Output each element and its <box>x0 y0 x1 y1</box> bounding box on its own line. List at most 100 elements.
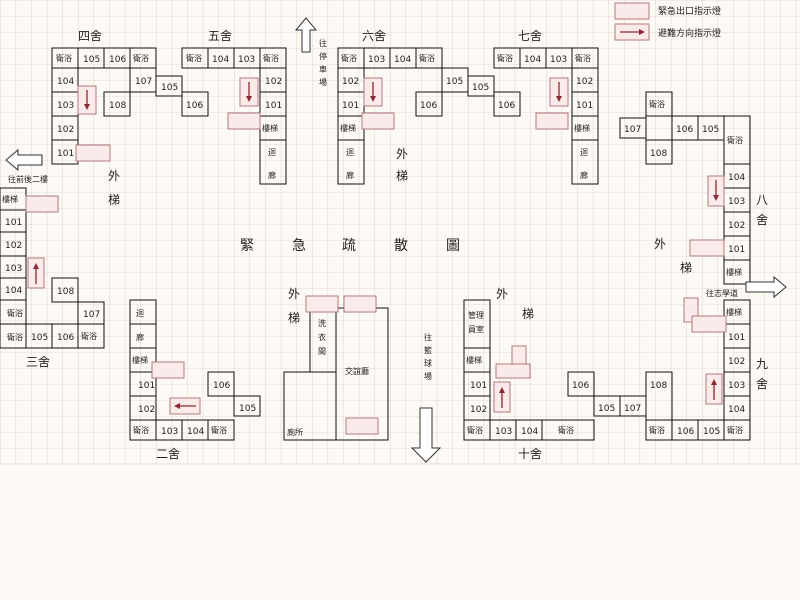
outer-stairs-4a: 外 <box>288 287 300 301</box>
b8-right-3: 101 <box>728 245 745 255</box>
building-2-name: 二舍 <box>156 446 180 461</box>
west-direction-label: 往前後二樓 <box>8 174 48 184</box>
north-label-char-0: 往 <box>319 38 327 48</box>
building-8-name-char-0: 八 <box>756 193 768 207</box>
south-label-char-0: 往 <box>424 332 432 342</box>
b4-left-0: 104 <box>57 77 74 87</box>
title-char-0: 緊 <box>240 238 254 254</box>
b5-top-1: 104 <box>212 55 229 65</box>
b6-left-4: 廊 <box>346 170 354 180</box>
building-2: 迴 廊 樓梯 101 102 106 105 衛浴 103 104 衛浴 二舍 <box>129 299 261 461</box>
title-char-3: 散 <box>394 238 408 254</box>
building-9-name: 九 舍 <box>756 357 772 391</box>
b9-exit-sign-b <box>691 315 727 333</box>
b2-bottom-2: 104 <box>187 427 204 437</box>
b3-108: 108 <box>57 287 74 297</box>
outer-stairs-2a: 外 <box>396 147 408 161</box>
b6-exit-sign <box>361 112 395 130</box>
b5-105: 105 <box>161 83 178 93</box>
laundry-char-2: 間 <box>318 347 326 356</box>
b5-exit-sign <box>227 112 261 130</box>
b9-bottom-1: 106 <box>677 427 694 437</box>
b6-106: 106 <box>420 101 437 111</box>
b7-right-2: 樓梯 <box>574 123 590 133</box>
b6-left-2: 樓梯 <box>340 123 356 133</box>
building-5-name: 五舍 <box>208 28 232 43</box>
building-4: 四舍 衛浴 105 106 衛浴 104 103 102 101 107 108 <box>51 28 157 165</box>
b9-right-0: 樓梯 <box>726 307 742 317</box>
laundry-label: 洗 衣 間 <box>318 318 329 356</box>
b10-106: 106 <box>572 381 589 391</box>
building-7: 七舍 衛浴 104 103 衛浴 105 106 102 101 樓梯 迴 廊 <box>467 28 599 185</box>
building-7-name: 七舍 <box>518 28 542 43</box>
outer-stairs-labels: 外 梯 外 梯 外 梯 外 梯 外 梯 <box>108 147 692 325</box>
b2-bottom-1: 103 <box>161 427 178 437</box>
b5-right-2: 樓梯 <box>262 123 278 133</box>
building-8: 107 衛浴 108 106 105 衛浴 104 103 102 101 樓梯… <box>619 91 768 285</box>
b7-exit-sign <box>535 112 569 130</box>
b9-right-4: 104 <box>728 405 745 415</box>
south-arrow-icon <box>410 407 442 463</box>
b8-108: 108 <box>650 149 667 159</box>
b5-right-4: 廊 <box>268 170 276 180</box>
b2-left-2: 樓梯 <box>132 355 148 365</box>
b3-exit-sign <box>25 195 59 213</box>
outer-stairs-3a: 外 <box>654 237 666 251</box>
b10-left-0: 樓梯 <box>466 355 482 365</box>
b7-right-3: 迴 <box>580 148 588 157</box>
b7-105: 105 <box>472 83 489 93</box>
b8-wc-right: 衛浴 <box>727 135 743 145</box>
b3-left-2: 102 <box>5 241 22 251</box>
legend-direction-label: 避難方向指示燈 <box>658 27 721 39</box>
b6-top-0: 衛浴 <box>341 53 357 63</box>
central-facilities: 洗 衣 間 交誼廳 廁所 <box>283 295 389 441</box>
b7-right-4: 廊 <box>580 170 588 180</box>
b7-right-1: 101 <box>576 101 593 111</box>
exit-sign-legend-icon <box>614 2 650 20</box>
grid-background <box>0 0 800 464</box>
b7-top-3: 衛浴 <box>575 53 591 63</box>
b10-105: 105 <box>598 404 615 414</box>
b3-left-0: 樓梯 <box>2 194 18 204</box>
b9-bottom-2: 105 <box>703 427 720 437</box>
b5-right-1: 101 <box>265 101 282 111</box>
b4-left-1: 103 <box>57 101 74 111</box>
b3-left-4: 104 <box>5 286 22 296</box>
north-direction-label: 往 停 車 場 <box>319 38 330 87</box>
b10-bottom-0: 衛浴 <box>467 425 483 435</box>
south-label-char-1: 籃 <box>424 345 432 355</box>
outer-stairs-5a: 外 <box>496 287 508 301</box>
b10-exit-sign-b <box>495 363 531 379</box>
b2-exit-sign <box>151 361 185 379</box>
b4-top-0: 衛浴 <box>56 53 72 63</box>
b9-right-1: 101 <box>728 333 745 343</box>
b7-top-0: 衛浴 <box>497 53 513 63</box>
b9-right-2: 102 <box>728 357 745 367</box>
b3-bottom-3: 衛浴 <box>81 331 97 341</box>
b7-top-2: 103 <box>550 55 567 65</box>
mgmt-line-1: 員室 <box>468 324 484 334</box>
outer-stairs-1b: 梯 <box>108 193 120 207</box>
b9-108: 108 <box>650 381 667 391</box>
b4-exit-sign <box>75 144 111 162</box>
west-arrow: 往前後二樓 <box>5 148 48 184</box>
south-label-char-3: 場 <box>424 371 432 381</box>
b10-left-2: 102 <box>470 405 487 415</box>
outer-stairs-3b: 梯 <box>680 261 692 275</box>
laundry-char-1: 衣 <box>318 332 326 342</box>
b6-left-3: 迴 <box>346 148 354 157</box>
building-3: 樓梯 101 102 103 104 108 107 衛浴 衛浴 105 106… <box>0 187 105 369</box>
b7-top-1: 104 <box>524 55 541 65</box>
center-exit-sign-1 <box>305 295 339 313</box>
b10-bottom-1: 103 <box>495 427 512 437</box>
b5-top-3: 衛浴 <box>263 53 279 63</box>
lounge-label: 交誼廳 <box>345 366 369 376</box>
south-direction-label: 往 籃 球 場 <box>424 332 435 381</box>
north-arrow: 往 停 車 場 <box>294 17 330 87</box>
b8-right-4: 樓梯 <box>726 267 742 277</box>
b8-106: 106 <box>676 125 693 135</box>
b6-top-3: 衛浴 <box>419 53 435 63</box>
mgmt-label: 管理 員室 <box>468 310 487 334</box>
b10-bottom-3: 衛浴 <box>558 425 574 435</box>
b8-right-2: 102 <box>728 221 745 231</box>
